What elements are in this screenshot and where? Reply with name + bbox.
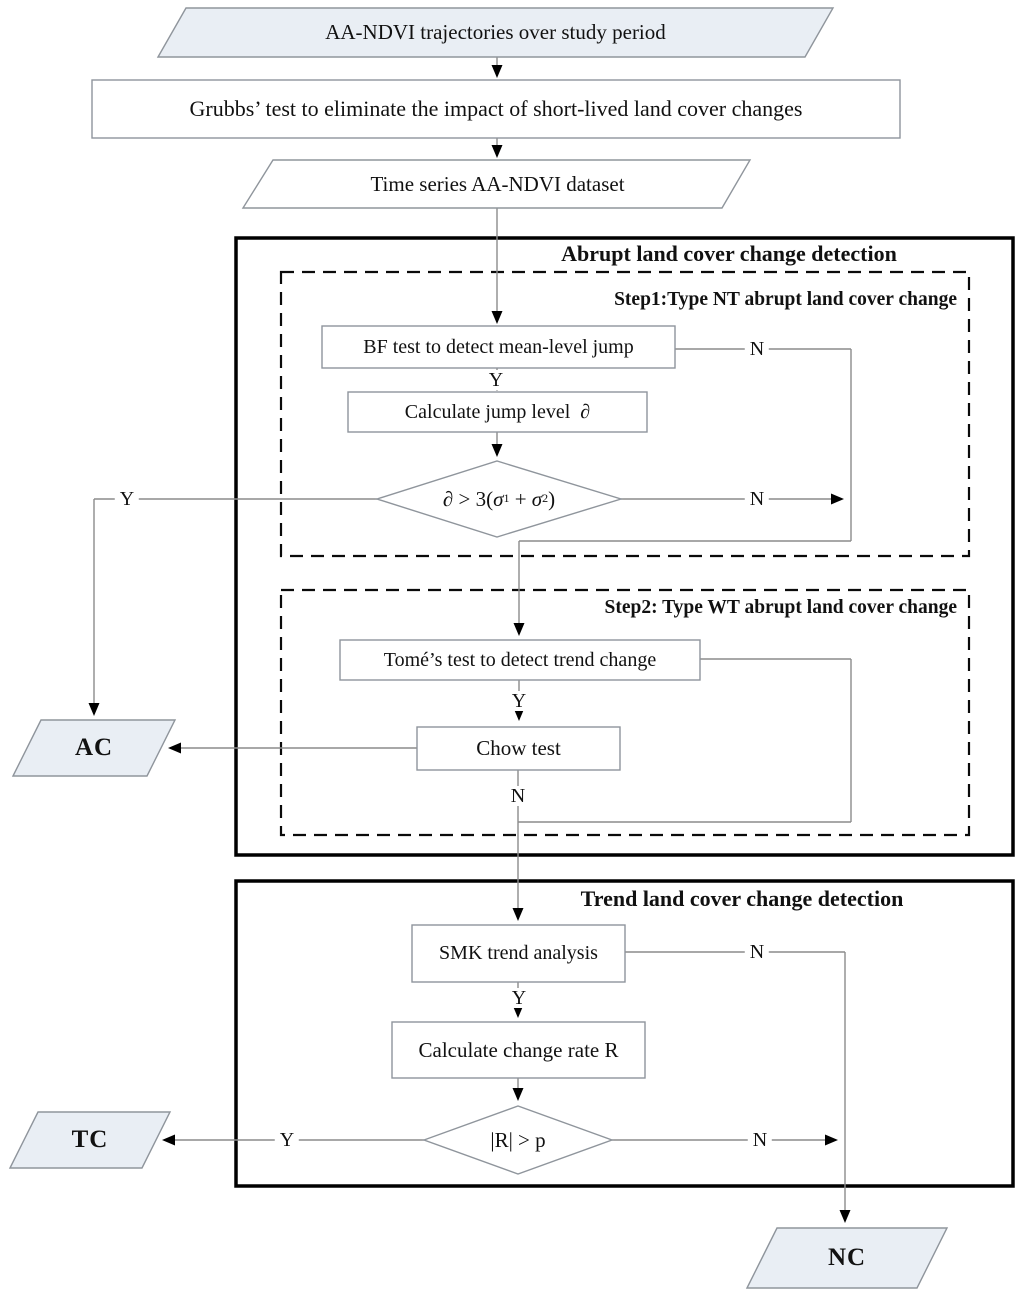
section-title-trend: Trend land cover change detection [580, 886, 904, 911]
node-ac: AC [74, 733, 114, 761]
trend-section-frame [234, 879, 1015, 1188]
tc-parallelogram-shape [8, 1111, 172, 1169]
edge-label-jump-y: Y [114, 489, 140, 509]
input-parallelogram-shape [156, 7, 835, 58]
jump-decision-diamond-shape [374, 460, 624, 538]
rate-decision-diamond-shape [421, 1105, 615, 1175]
edge-label-smk-y: Y [506, 988, 532, 1008]
edge-label-tome-y: Y [506, 691, 532, 711]
section-title-abrupt: Abrupt land cover change detection [561, 241, 897, 266]
node-nc: NC [827, 1243, 867, 1271]
smk-rect-shape [411, 924, 626, 983]
edge-label-bf-n: N [744, 339, 770, 359]
edge-label-chow-n: N [505, 786, 531, 806]
step1-dashed-frame [279, 270, 971, 558]
node-smk: SMK trend analysis [439, 942, 598, 964]
node-calc-jump: Calculate jump level ∂ [404, 400, 591, 423]
node-grubbs-test: Grubbs’ test to eliminate the impact of … [189, 96, 803, 122]
step2-dashed-frame [279, 588, 971, 837]
ac-parallelogram-shape [11, 719, 177, 777]
grubbs-rect-shape [91, 79, 901, 139]
edges [88, 57, 852, 1223]
edge-label-bf-y: Y [483, 370, 509, 390]
node-dataset: Time series AA-NDVI dataset [370, 171, 625, 196]
node-tc: TC [71, 1125, 109, 1153]
edge-label-smk-n: N [744, 942, 770, 962]
section-title-step1: Step1:Type NT abrupt land cover change [614, 289, 957, 310]
chow-test-rect-shape [416, 726, 621, 771]
node-chow-test: Chow test [476, 736, 561, 761]
edge-label-rate-y: Y [274, 1130, 300, 1150]
calc-rate-rect-shape [391, 1021, 646, 1079]
node-tome-test: Tomé’s test to detect trend change [383, 648, 657, 671]
edge-label-rate-n: N [747, 1130, 773, 1150]
edge-label-jump-n: N [744, 489, 770, 509]
node-calc-rate: Calculate change rate R [418, 1037, 619, 1062]
calc-jump-rect-shape [347, 391, 648, 433]
node-shapes [8, 7, 949, 1289]
node-rate-decision: |R| > p [490, 1127, 546, 1152]
nc-parallelogram-shape [745, 1227, 949, 1289]
tome-test-rect-shape [339, 639, 701, 681]
abrupt-section-frame [234, 236, 1015, 857]
node-bf-test: BF test to detect mean-level jump [363, 335, 634, 358]
node-input: AA-NDVI trajectories over study period [325, 20, 666, 45]
dataset-parallelogram-shape [241, 159, 752, 209]
section-title-step2: Step2: Type WT abrupt land cover change [604, 597, 958, 618]
bf-test-rect-shape [321, 325, 676, 369]
